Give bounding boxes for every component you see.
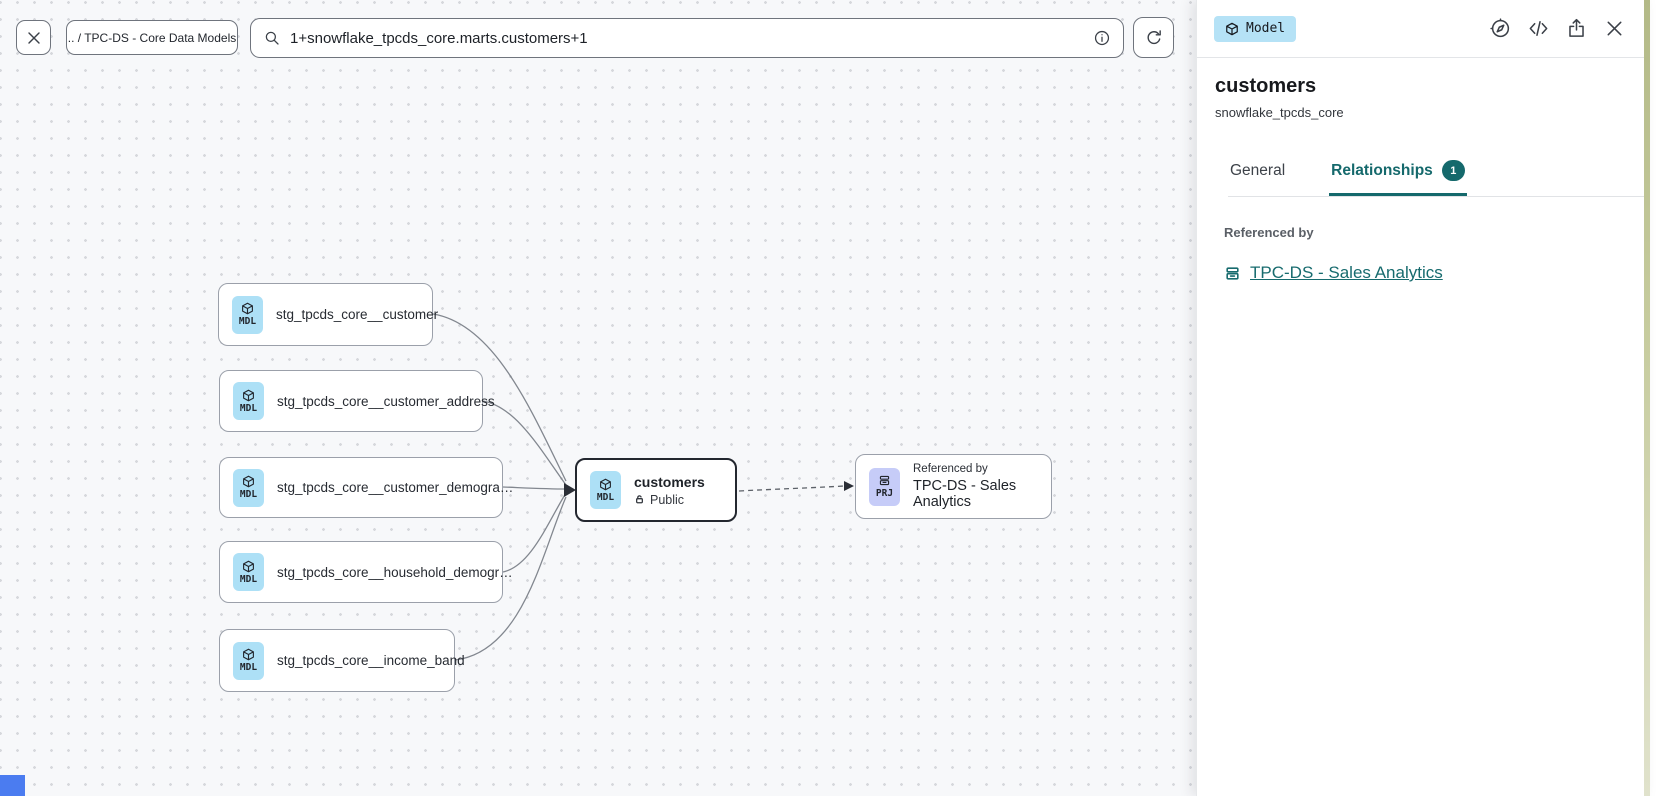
referenced-project-link[interactable]: TPC-DS - Sales Analytics: [1250, 263, 1443, 282]
model-icon-tile: MDL: [233, 641, 264, 680]
model-node-stg-household-demographics[interactable]: MDL stg_tpcds_core__household_demogr…: [219, 541, 513, 603]
tile-label: PRJ: [875, 488, 894, 499]
breadcrumb[interactable]: .. / TPC-DS - Core Data Models: [66, 20, 238, 55]
node-kicker: Referenced by: [913, 463, 988, 475]
share-icon[interactable]: [1565, 17, 1588, 40]
project-node-sales-analytics[interactable]: PRJ Referenced by TPC-DS - Sales Analyti…: [855, 454, 1052, 519]
search-input[interactable]: [290, 29, 1093, 47]
node-title: TPC-DS - Sales Analytics: [913, 478, 1017, 510]
referenced-project-row[interactable]: TPC-DS - Sales Analytics: [1224, 263, 1626, 283]
node-label: stg_tpcds_core__customer: [276, 307, 439, 322]
model-icon-tile: MDL: [233, 382, 264, 420]
window-edge-strip: [1644, 0, 1650, 796]
cube-icon: [243, 560, 254, 572]
model-icon-tile: MDL: [233, 468, 264, 507]
relationships-count-badge: 1: [1441, 160, 1465, 181]
panel-tabs: General Relationships 1: [1228, 150, 1650, 197]
cube-icon: [243, 389, 254, 401]
tab-relationships-label: Relationships: [1331, 161, 1433, 179]
info-icon[interactable]: [1093, 29, 1111, 47]
model-node-stg-customer-demographics[interactable]: MDL stg_tpcds_core__customer_demogra…: [219, 457, 513, 518]
details-panel-header: Model: [1197, 0, 1650, 58]
details-panel: Model customers snowflake_tpcds_core Gen…: [1196, 0, 1650, 796]
compass-icon[interactable]: [1489, 17, 1512, 40]
cube-icon: [242, 302, 253, 315]
lineage-canvas[interactable]: MDL stg_tpcds_core__customer MDL stg_tpc…: [0, 0, 1196, 796]
tab-general[interactable]: General: [1228, 150, 1287, 196]
tile-label: MDL: [596, 491, 615, 503]
tile-label: MDL: [239, 489, 258, 500]
node-title: customers: [634, 473, 705, 490]
refresh-icon: [1146, 29, 1161, 44]
model-icon-tile: MDL: [233, 553, 264, 591]
breadcrumb-label: .. / TPC-DS - Core Data Models: [67, 30, 237, 45]
tile-label: MDL: [238, 316, 257, 327]
model-icon-tile: MDL: [232, 295, 263, 334]
model-node-stg-customer[interactable]: MDL stg_tpcds_core__customer: [218, 283, 438, 346]
open-lock-icon: [636, 495, 643, 504]
search-icon: [265, 31, 279, 45]
referenced-by-heading: Referenced by: [1224, 225, 1314, 240]
model-node-stg-customer-address[interactable]: MDL stg_tpcds_core__customer_address: [219, 370, 495, 432]
model-type-label: Model: [1246, 21, 1286, 36]
node-label: stg_tpcds_core__customer_demogra…: [277, 480, 514, 495]
cube-icon: [243, 475, 254, 488]
tab-relationships[interactable]: Relationships 1: [1329, 150, 1467, 196]
close-panel-icon[interactable]: [1603, 17, 1626, 40]
model-type-badge: Model: [1214, 15, 1297, 42]
model-icon-tile: MDL: [590, 471, 621, 509]
refresh-button[interactable]: [1133, 17, 1174, 58]
canvas-corner-badge: [0, 775, 25, 796]
page-title: customers: [1215, 75, 1317, 97]
node-access-label: Public: [650, 492, 685, 507]
cube-icon: [243, 648, 254, 661]
node-label: stg_tpcds_core__customer_address: [277, 393, 495, 409]
node-label: stg_tpcds_core__income_band: [277, 653, 465, 668]
lineage-search-bar[interactable]: [250, 18, 1124, 58]
schema-subtitle: snowflake_tpcds_core: [1215, 105, 1344, 120]
model-node-customers-selected[interactable]: MDL customers Public: [575, 458, 737, 522]
lineage-edges: [432, 313, 854, 661]
tab-general-label: General: [1230, 161, 1286, 179]
close-icon: [27, 31, 40, 44]
node-label: stg_tpcds_core__household_demogr…: [277, 564, 513, 580]
archive-icon: [879, 475, 890, 486]
tile-label: MDL: [239, 402, 258, 414]
cube-icon: [600, 478, 611, 490]
project-icon-tile: PRJ: [869, 467, 900, 506]
model-node-stg-income-band[interactable]: MDL stg_tpcds_core__income_band: [219, 629, 465, 692]
tile-label: MDL: [239, 573, 258, 585]
archive-icon: [1226, 266, 1239, 280]
cube-icon: [1226, 22, 1238, 35]
tile-label: MDL: [239, 662, 258, 673]
close-lineage-button[interactable]: [16, 20, 51, 55]
code-icon[interactable]: [1527, 17, 1550, 40]
